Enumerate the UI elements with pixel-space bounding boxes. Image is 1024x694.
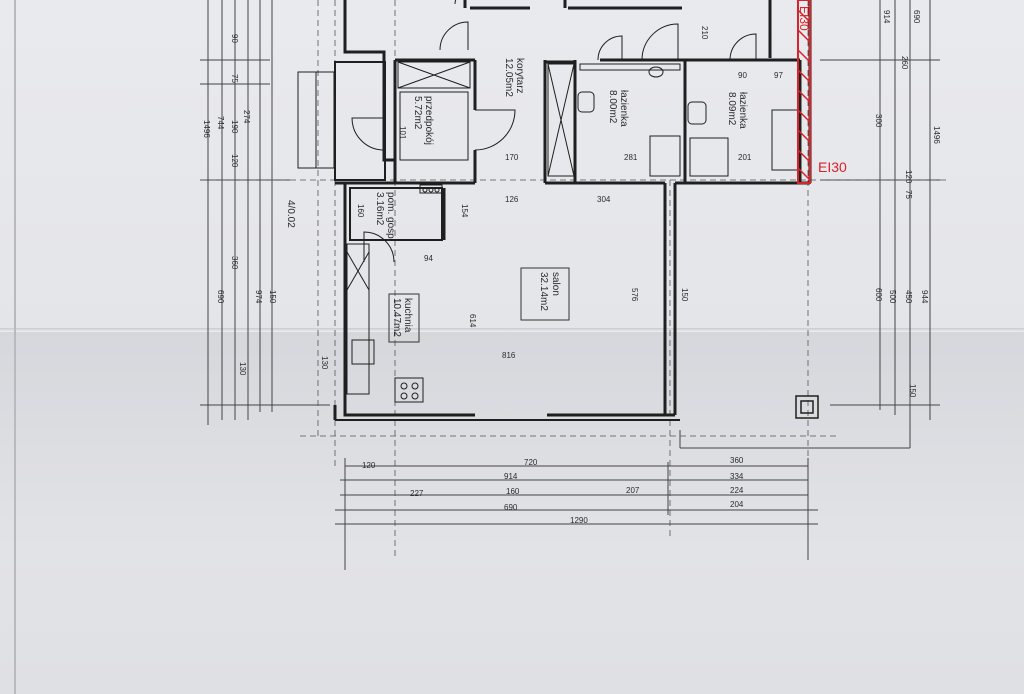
room-name: pom. gosp. xyxy=(385,192,396,241)
dimension-value: 160 xyxy=(356,204,365,218)
ei30-label-vertical: EI30 xyxy=(797,6,811,31)
dimension-value: 126 xyxy=(505,195,519,204)
dimension-value: 75 xyxy=(904,190,913,199)
dimension-value: 281 xyxy=(624,153,638,162)
kitchen-fixtures xyxy=(346,184,443,403)
dimension-value: 600 xyxy=(874,288,883,302)
room-area: 3.16m2 xyxy=(374,192,385,226)
room-name: kuchnia xyxy=(402,298,413,333)
dimension-value: 97 xyxy=(774,71,783,80)
room-area: 8.00m2 xyxy=(607,90,618,124)
dimension-value: 120 xyxy=(362,461,376,470)
dimension-value: 101 xyxy=(398,126,407,140)
dimension-value: 224 xyxy=(730,486,744,495)
room-area: 8.09m2 xyxy=(726,92,737,126)
room-name: łazienka xyxy=(618,90,629,127)
dimension-value: 274 xyxy=(242,110,251,124)
wardrobe xyxy=(397,61,471,161)
dimension-value: 690 xyxy=(504,503,518,512)
dimension-value: 160 xyxy=(506,487,520,496)
ei30-label: EI30 xyxy=(818,159,847,175)
scale-note: 4/0.02 xyxy=(285,200,296,228)
bathroom-fixtures xyxy=(577,63,799,177)
dimension-value: 576 xyxy=(630,288,639,302)
dimension-value: 614 xyxy=(468,314,477,328)
dimension-value: 150 xyxy=(268,290,277,304)
chimney xyxy=(795,395,819,419)
bottom-dimension-lines xyxy=(335,458,818,570)
room-labels: korytarz 12.05m2 przedpokój 5.72m2 łazie… xyxy=(374,58,748,343)
room-area: 32.14m2 xyxy=(538,272,549,311)
dimension-value: 190 xyxy=(230,120,239,134)
dimension-value: 150 xyxy=(680,288,689,302)
room-name: łazienka xyxy=(737,92,748,129)
dimension-value: 1496 xyxy=(932,126,941,144)
dimension-value: 914 xyxy=(882,10,891,24)
dimension-value: 720 xyxy=(524,458,538,467)
room-area: 10.47m2 xyxy=(391,298,402,337)
room-name: przedpokój xyxy=(423,96,434,145)
dimension-value: 360 xyxy=(230,256,239,270)
room-area: 12.05m2 xyxy=(503,58,514,97)
dimension-value: 304 xyxy=(597,195,611,204)
dimension-value: 94 xyxy=(424,254,433,263)
interior-dimensions: 170 126 304 281 201 90 97 94 816 614 576… xyxy=(320,26,783,370)
dimension-value: 260 xyxy=(900,56,909,70)
dimension-value: 170 xyxy=(505,153,519,162)
dimension-value: 1290 xyxy=(570,516,588,525)
paper-edge xyxy=(14,0,16,694)
dimension-value: 334 xyxy=(730,472,744,481)
dimension-value: 974 xyxy=(254,290,263,304)
dimension-value: 154 xyxy=(460,204,469,218)
right-dimensions: 914 690 300 260 1496 600 500 450 944 120… xyxy=(874,10,941,398)
dimension-value: 120 xyxy=(904,170,913,184)
dimension-value: 300 xyxy=(874,114,883,128)
dimension-value: 130 xyxy=(320,356,329,370)
dimension-value: 914 xyxy=(504,472,518,481)
left-dimension-lines xyxy=(200,0,330,425)
dimension-value: 690 xyxy=(216,290,225,304)
room-name: korytarz xyxy=(514,58,525,94)
room-name: salon xyxy=(550,272,561,296)
dimension-value: 450 xyxy=(904,290,913,304)
dimension-value: 204 xyxy=(730,500,744,509)
dimension-value: 744 xyxy=(216,116,225,130)
ei30-label: EI30 xyxy=(797,6,811,31)
paper-fold xyxy=(0,328,1024,332)
dimension-value: 227 xyxy=(410,489,424,498)
paper-upper-half xyxy=(0,0,1024,330)
bottom-dimensions: 120 720 360 914 334 227 160 207 224 690 … xyxy=(362,456,744,525)
paper-lower-half xyxy=(0,330,1024,694)
dimension-value: 210 xyxy=(700,26,709,40)
dimension-value: 201 xyxy=(738,153,752,162)
left-dimensions: 1496 744 274 190 360 690 974 130 101 90 … xyxy=(202,34,407,376)
scale-text: 4/0.02 xyxy=(285,200,296,228)
dimension-value: 816 xyxy=(502,351,516,360)
ei30-marked-wall xyxy=(797,0,811,184)
walls xyxy=(333,0,812,421)
shower xyxy=(547,63,575,177)
dimension-value: 360 xyxy=(730,456,744,465)
dimension-value: 944 xyxy=(920,290,929,304)
window-top-left xyxy=(297,71,335,169)
dimension-value: 130 xyxy=(238,362,247,376)
dimension-value: 500 xyxy=(888,290,897,304)
room-area: 5.72m2 xyxy=(412,96,423,130)
dimension-value: 90 xyxy=(230,34,239,43)
dimension-value: 90 xyxy=(738,71,747,80)
dimension-value: 120 xyxy=(230,154,239,168)
dimension-value: 150 xyxy=(908,384,917,398)
dimension-value: 75 xyxy=(230,74,239,83)
dimension-value: 690 xyxy=(912,10,921,24)
doors xyxy=(351,0,757,263)
dimension-value: 1496 xyxy=(202,120,211,138)
dimension-value: 207 xyxy=(626,486,640,495)
